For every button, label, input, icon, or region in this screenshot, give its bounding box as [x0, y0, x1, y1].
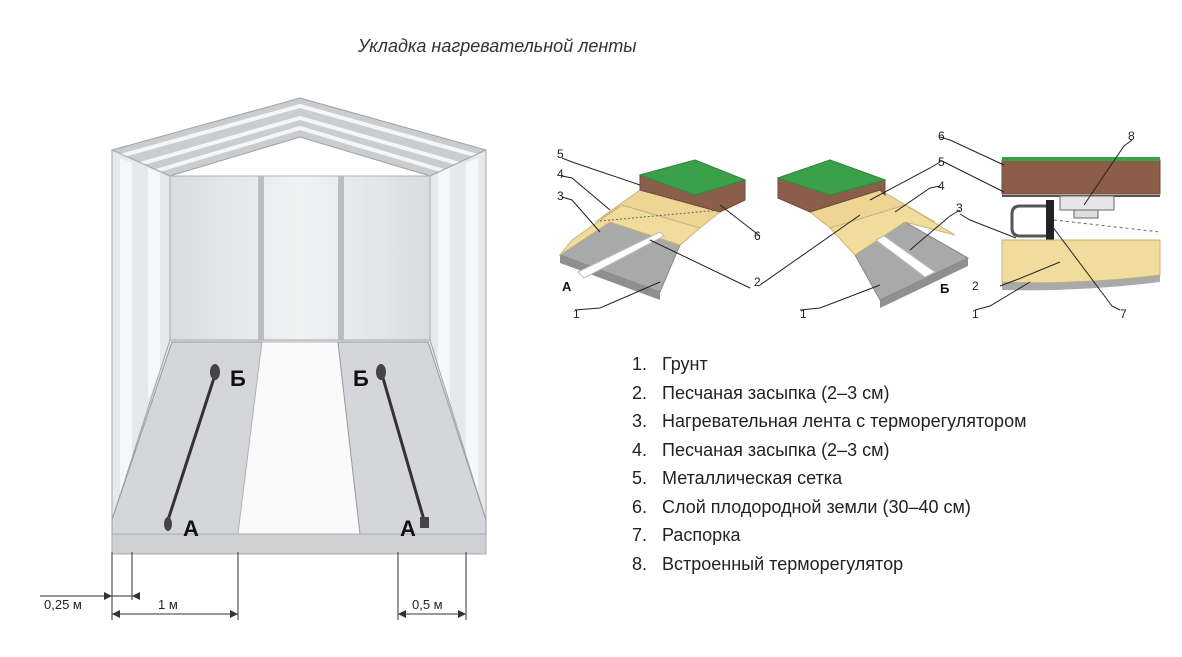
callout-1-right: 1 — [800, 307, 807, 321]
callout-7-detail: 7 — [1120, 307, 1127, 321]
callout-1-left: 1 — [573, 307, 580, 321]
callout-3-right: 3 — [956, 201, 963, 215]
greenhouse-roof — [110, 97, 488, 177]
right-heating-cable — [381, 377, 426, 521]
left-plug-icon — [164, 517, 172, 531]
callout-8-detail: 8 — [1128, 129, 1135, 143]
cross-section-left — [558, 159, 747, 300]
callout-4-right: 4 — [938, 179, 945, 193]
cross-section-detail — [1001, 157, 1161, 291]
legend-item: 5.Металлическая сетка — [632, 468, 843, 488]
left-heating-cable — [166, 377, 216, 521]
legend-item: 3.Нагревательная лента с терморегуляторо… — [632, 411, 1027, 431]
dimension-path-width: 0,5 м — [412, 597, 443, 612]
callout-6-detail: 6 — [938, 129, 945, 143]
callout-5-left: 5 — [557, 147, 564, 161]
legend-item: 2.Песчаная засыпка (2–3 см) — [632, 382, 890, 403]
end-label-b: Б — [940, 281, 949, 296]
legend-item: 6.Слой плодородной земли (30–40 см) — [632, 496, 971, 517]
floor-front-edge — [111, 533, 487, 555]
label-b-left: Б — [230, 366, 246, 391]
callout-5-right: 5 — [938, 155, 945, 169]
cross-section-illustration: 5 4 3 А 1 6 2 5 4 3 Б 1 6 8 2 1 7 — [557, 129, 1161, 321]
callout-4-left: 4 — [557, 167, 564, 181]
legend-list: 1.Грунт 2.Песчаная засыпка (2–3 см) 3.На… — [632, 350, 1026, 578]
greenhouse-illustration: Б Б А А 0,25 м 1 м 0,5 м — [40, 97, 488, 620]
right-plug-icon — [420, 517, 429, 528]
left-thermostat-icon — [210, 364, 220, 380]
cross-section-right — [776, 159, 970, 308]
dimension-bed-width: 1 м — [158, 597, 178, 612]
legend-item: 8.Встроенный терморегулятор — [632, 553, 904, 574]
legend-item: 1.Грунт — [632, 354, 708, 374]
legend-item: 4.Песчаная засыпка (2–3 см) — [632, 439, 890, 460]
greenhouse-back-wall — [169, 175, 431, 341]
label-b-right: Б — [353, 366, 369, 391]
dimension-side-offset: 0,25 м — [44, 597, 82, 612]
callout-2-mid: 2 — [754, 275, 761, 289]
end-label-a: А — [562, 279, 572, 294]
label-a-right: А — [400, 516, 416, 541]
right-bed — [337, 341, 487, 535]
callout-1-detail: 1 — [972, 307, 979, 321]
legend-item: 7.Распорка — [632, 525, 741, 545]
callout-3-left: 3 — [557, 189, 564, 203]
callout-6-mid: 6 — [754, 229, 761, 243]
diagram-title: Укладка нагревательной ленты — [358, 36, 637, 56]
label-a-left: А — [183, 516, 199, 541]
right-thermostat-icon — [376, 364, 386, 380]
callout-2-detail: 2 — [972, 279, 979, 293]
